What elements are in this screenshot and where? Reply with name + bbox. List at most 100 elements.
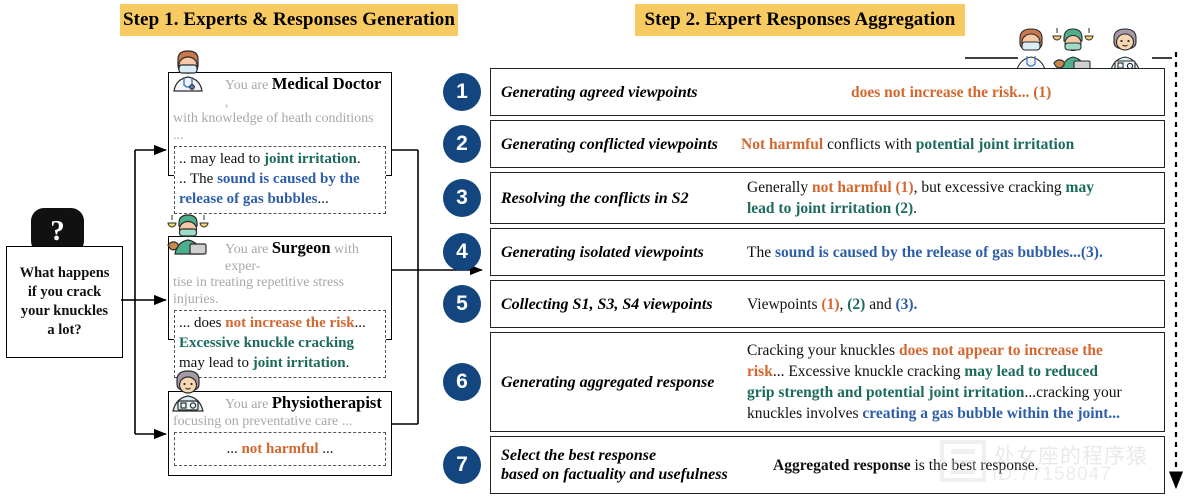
text-run: may lead to bbox=[179, 355, 253, 371]
text-line: may lead to joint irritation. bbox=[179, 353, 381, 373]
step-label-line: Generating conflicted viewpoints bbox=[501, 135, 718, 153]
text-run: (1) bbox=[821, 295, 840, 313]
text-run: Aggregated response bbox=[773, 456, 911, 474]
text-line: .. may lead to joint irritation. bbox=[179, 149, 381, 169]
text-run: creating a gas bubble within the joint..… bbox=[862, 405, 1121, 422]
step-content: Not harmful conflicts with potential joi… bbox=[741, 134, 1164, 155]
step-label-line: Generating isolated viewpoints bbox=[501, 243, 704, 261]
text-line: Excessive knuckle cracking bbox=[179, 333, 381, 353]
persona-prefix: You are bbox=[225, 397, 272, 412]
text-run: and bbox=[865, 295, 896, 313]
question-line: your knuckles bbox=[20, 303, 109, 319]
step2-banner: Step 2. Expert Responses Aggregation bbox=[635, 4, 965, 36]
text-line: Aggregated response is the best response… bbox=[773, 455, 1154, 476]
text-run: Excessive knuckle cracking bbox=[179, 335, 354, 351]
step-row[interactable]: Generating agreed viewpoints does not inc… bbox=[490, 68, 1165, 116]
question-line: What happens bbox=[19, 265, 110, 281]
text-line: knuckles involves creating a gas bubble … bbox=[747, 403, 1154, 424]
question-line: if you crack bbox=[27, 284, 102, 300]
text-run: not increase the risk bbox=[225, 315, 355, 331]
text-run: . bbox=[345, 355, 350, 371]
persona-name: Physiotherapist bbox=[271, 393, 382, 412]
question-box: What happens if you crack your knuckles … bbox=[6, 246, 123, 358]
text-run: . bbox=[913, 200, 918, 217]
persona-name: Surgeon bbox=[271, 238, 331, 257]
step-number-7: 7 bbox=[443, 446, 481, 484]
text-line: grip strength and potential joint irrita… bbox=[747, 382, 1154, 403]
expert-answer: ... does not increase the risk...Excessi… bbox=[174, 310, 386, 378]
text-line: ... not harmful ... bbox=[226, 439, 333, 459]
text-run: ...cracking your bbox=[1024, 384, 1122, 401]
text-run: (2) bbox=[847, 295, 866, 313]
step-content: does not increase the risk... (1) bbox=[741, 82, 1164, 103]
text-line: The sound is caused by the release of ga… bbox=[747, 242, 1154, 263]
persona-name: Medical Doctor bbox=[271, 74, 382, 93]
text-line: risk... Excessive knuckle cracking may l… bbox=[747, 361, 1154, 382]
step-label: Generating isolated viewpoints bbox=[491, 243, 741, 262]
persona-suffix: , bbox=[225, 94, 229, 110]
text-run: is the best response. bbox=[910, 456, 1039, 474]
step-row[interactable]: Generating isolated viewpoints The sound … bbox=[490, 228, 1165, 276]
doctor-avatar bbox=[1015, 28, 1047, 74]
text-run: ... bbox=[318, 441, 334, 457]
text-run: release of gas bubbles bbox=[179, 191, 318, 207]
text-run: Cracking your knuckles bbox=[747, 342, 899, 359]
text-run: knuckles involves bbox=[747, 405, 863, 422]
text-run: (3). bbox=[895, 295, 918, 313]
step1-banner: Step 1. Experts & Responses Generation bbox=[120, 4, 458, 36]
text-line: release of gas bubbles... bbox=[179, 189, 381, 209]
step-number-1: 1 bbox=[443, 73, 481, 111]
step-row[interactable]: Generating aggregated response Cracking y… bbox=[490, 332, 1165, 432]
step-number-3: 3 bbox=[443, 179, 481, 217]
step-number-4: 4 bbox=[443, 233, 481, 271]
text-run: lead to joint irritation (2) bbox=[747, 200, 914, 217]
text-run: does not appear to increase the bbox=[898, 342, 1103, 359]
expert-card-physiotherapist[interactable]: You are Physiotherapist focusing on prev… bbox=[168, 370, 392, 476]
step-label-line: Select the best response bbox=[501, 447, 657, 464]
text-line: lead to joint irritation (2). bbox=[747, 198, 1154, 219]
physiotherapist-avatar bbox=[1109, 28, 1141, 74]
step-content: Cracking your knuckles does not appear t… bbox=[741, 340, 1164, 424]
text-run: .. The bbox=[179, 171, 218, 187]
persona-description: You are Medical Doctor , with knowledge … bbox=[169, 73, 391, 144]
text-run: . bbox=[356, 151, 361, 167]
text-line: Cracking your knuckles does not appear t… bbox=[747, 340, 1154, 361]
text-run: The bbox=[747, 243, 775, 261]
expert-card-surgeon[interactable]: You are Surgeon with exper- tise in trea… bbox=[167, 214, 392, 378]
step-number-5: 5 bbox=[443, 285, 481, 323]
expert-card-medical-doctor[interactable]: You are Medical Doctor , with knowledge … bbox=[168, 50, 392, 214]
step-label: Generating conflicted viewpoints bbox=[491, 135, 741, 154]
question-line: a lot? bbox=[47, 322, 82, 338]
step-label: Collecting S1, S3, S4 viewpoints bbox=[491, 295, 741, 314]
text-run: joint irritation bbox=[252, 355, 346, 371]
text-run: sound is caused by the release of gas bu… bbox=[774, 243, 1103, 261]
text-line: Generally not harmful (1), but excessive… bbox=[747, 177, 1154, 198]
text-run: may bbox=[1065, 179, 1094, 196]
step-row[interactable]: Generating conflicted viewpoints Not harm… bbox=[490, 120, 1165, 168]
persona-detail: with knowledge of heath conditions ... bbox=[173, 111, 374, 143]
persona-description: You are Physiotherapist focusing on prev… bbox=[169, 392, 391, 430]
step-label: Generating agreed viewpoints bbox=[491, 83, 741, 102]
text-run: not harmful (1) bbox=[811, 179, 914, 196]
text-run: , but excessive cracking bbox=[913, 179, 1066, 196]
text-run: ... does bbox=[179, 315, 226, 331]
step-label-line: Collecting S1, S3, S4 viewpoints bbox=[501, 295, 713, 313]
step-label-line: Generating agreed viewpoints bbox=[501, 83, 698, 101]
text-run: .. may lead to bbox=[179, 151, 264, 167]
expert-strip bbox=[1012, 22, 1160, 74]
surgeon-avatar bbox=[1052, 28, 1094, 74]
text-run: , bbox=[839, 295, 848, 313]
text-run: potential joint irritation bbox=[915, 135, 1075, 153]
text-line: Viewpoints (1), (2) and (3). bbox=[747, 294, 1154, 315]
step-content: Generally not harmful (1), but excessive… bbox=[741, 177, 1164, 219]
step-label-line: Generating aggregated response bbox=[501, 373, 715, 391]
text-run: Not harmful bbox=[741, 135, 824, 153]
persona-prefix: You are bbox=[225, 78, 272, 93]
text-run: conflicts with bbox=[823, 135, 916, 153]
step-row[interactable]: Collecting S1, S3, S4 viewpoints Viewpoin… bbox=[490, 280, 1165, 328]
